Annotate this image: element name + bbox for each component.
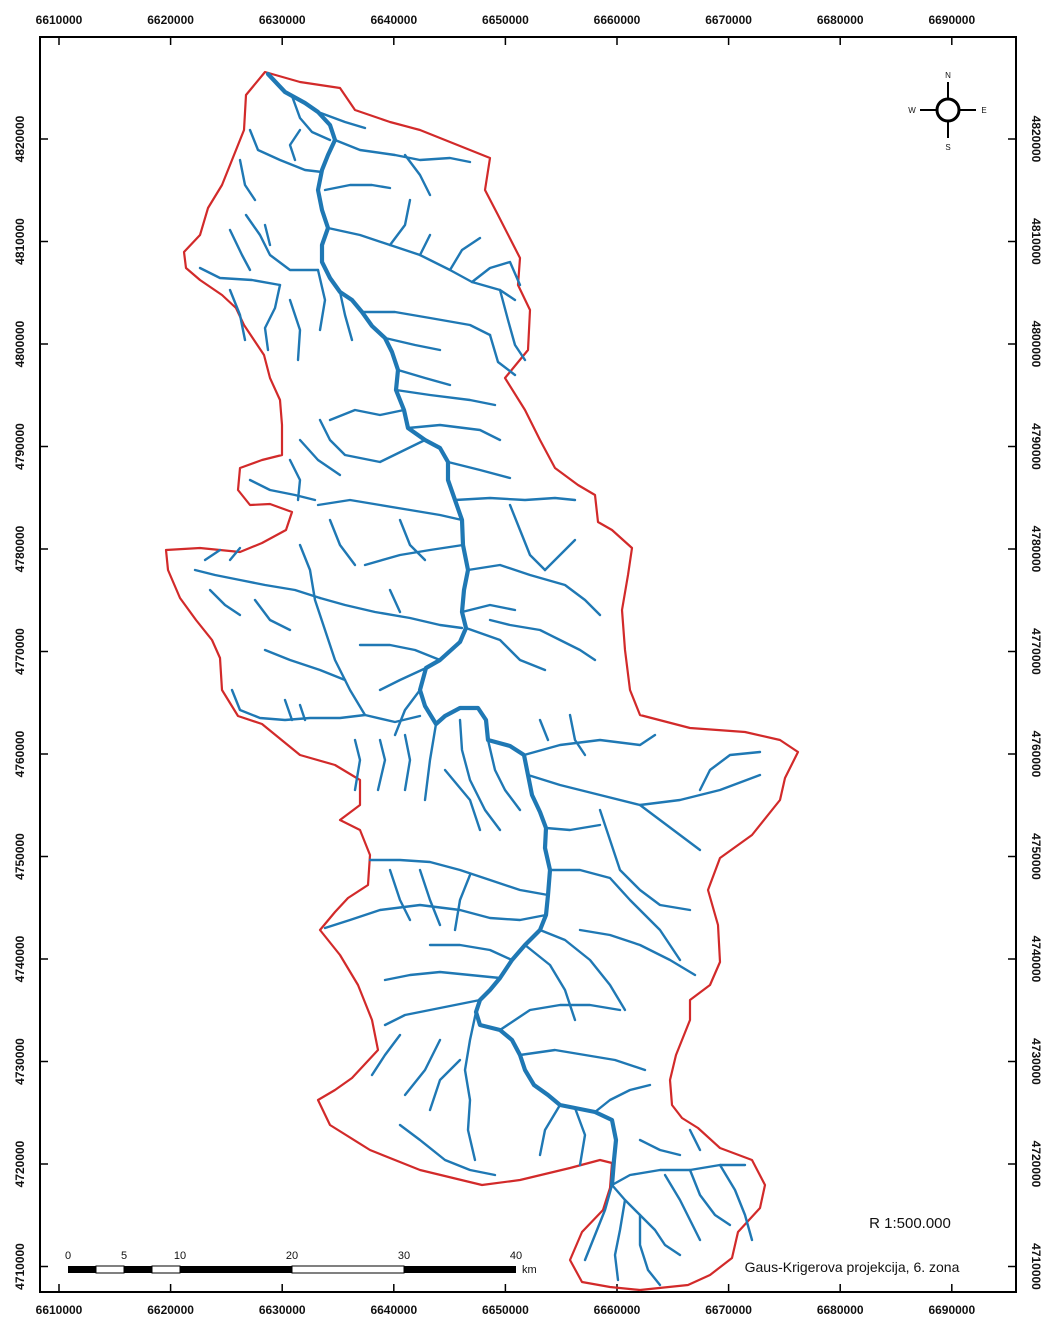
x-tick-label-top: 6620000: [147, 13, 194, 27]
y-tick-label-right: 4780000: [1029, 526, 1043, 573]
projection-label: Gaus-Krigerova projekcija, 6. zona: [745, 1259, 960, 1275]
x-tick-label-top: 6660000: [594, 13, 641, 27]
y-tick-label-right: 4720000: [1029, 1141, 1043, 1188]
scale-label-10: 10: [174, 1250, 186, 1262]
y-tick-label-left: 4730000: [13, 1038, 27, 1085]
y-tick-label-right: 4710000: [1029, 1243, 1043, 1290]
y-tick-label-left: 4820000: [13, 115, 27, 162]
x-tick-label-top: 6670000: [705, 13, 752, 27]
y-tick-label-left: 4720000: [13, 1140, 27, 1187]
y-tick-label-right: 4730000: [1029, 1038, 1043, 1085]
y-tick-label-left: 4770000: [13, 628, 27, 675]
y-tick-label-left: 4790000: [13, 423, 27, 470]
scale-label-5: 5: [121, 1250, 127, 1262]
north-label: N: [945, 71, 951, 80]
x-tick-label-top: 6650000: [482, 13, 529, 27]
y-tick-label-left: 4810000: [13, 218, 27, 265]
y-tick-label-right: 4750000: [1029, 833, 1043, 880]
y-tick-label-right: 4820000: [1029, 116, 1043, 163]
south-label: S: [945, 143, 950, 152]
west-label: W: [908, 106, 916, 115]
y-tick-label-left: 4760000: [13, 730, 27, 777]
scale-ratio: R 1:500.000: [869, 1215, 951, 1232]
y-tick-label-right: 4790000: [1029, 423, 1043, 470]
x-tick-label-bottom: 6640000: [370, 1303, 417, 1317]
coordinate-ticks: 6610000 6610000 6620000 6620000 6630000 66300…: [13, 13, 1043, 1317]
x-tick-label-bottom: 6670000: [705, 1303, 752, 1317]
y-tick-label-right: 4740000: [1029, 936, 1043, 983]
x-tick-label-bottom: 6650000: [482, 1303, 529, 1317]
compass-icon: N S E W: [908, 71, 986, 152]
scale-unit: km: [522, 1264, 537, 1276]
scale-label-20: 20: [286, 1250, 298, 1262]
scale-label-0: 0: [65, 1250, 71, 1262]
x-tick-label-top: 6690000: [928, 13, 975, 27]
x-tick-label-bottom: 6690000: [928, 1303, 975, 1317]
x-tick-label-top: 6630000: [259, 13, 306, 27]
river-network: [193, 71, 762, 1287]
y-tick-label-right: 4810000: [1029, 218, 1043, 265]
y-tick-label-left: 4750000: [13, 833, 27, 880]
y-tick-label-right: 4800000: [1029, 321, 1043, 368]
x-tick-label-top: 6640000: [370, 13, 417, 27]
scale-label-40: 40: [510, 1250, 522, 1262]
east-label: E: [981, 106, 986, 115]
x-tick-label-bottom: 6680000: [817, 1303, 864, 1317]
scale-label-30: 30: [398, 1250, 410, 1262]
x-tick-label-top: 6610000: [36, 13, 83, 27]
x-tick-label-bottom: 6610000: [36, 1303, 83, 1317]
y-tick-label-left: 4800000: [13, 320, 27, 367]
map-frame: [39, 36, 1017, 1293]
x-tick-label-bottom: 6630000: [259, 1303, 306, 1317]
scale-bar: 0 5 10 20 30 40 km: [65, 1250, 537, 1276]
x-tick-label-bottom: 6620000: [147, 1303, 194, 1317]
y-tick-label-left: 4710000: [13, 1243, 27, 1290]
y-tick-label-right: 4760000: [1029, 731, 1043, 778]
x-tick-label-top: 6680000: [817, 13, 864, 27]
x-tick-label-bottom: 6660000: [594, 1303, 641, 1317]
y-tick-label-left: 4780000: [13, 525, 27, 572]
y-tick-label-left: 4740000: [13, 935, 27, 982]
y-tick-label-right: 4770000: [1029, 628, 1043, 675]
